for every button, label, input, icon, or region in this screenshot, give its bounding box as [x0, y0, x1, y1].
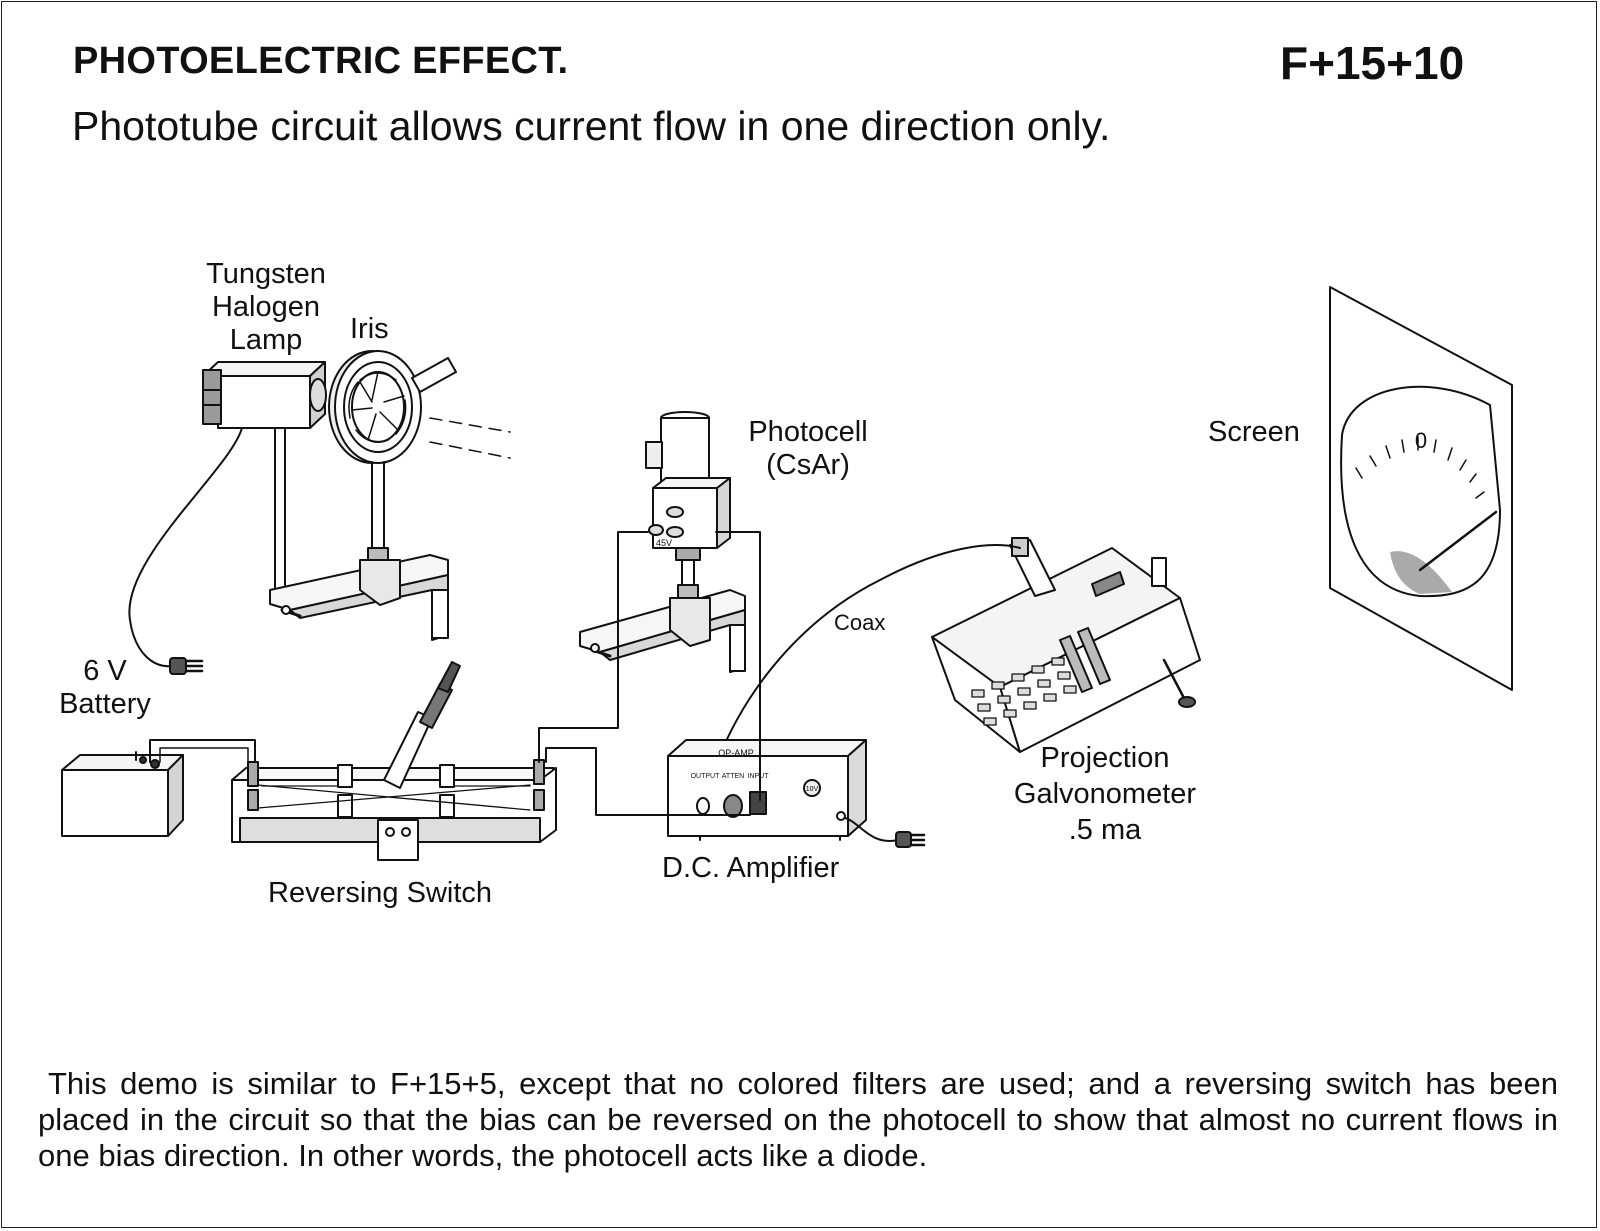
lamp-stand — [269, 427, 449, 641]
amp-panel-title: OP-AMP — [718, 748, 754, 758]
six-volt-battery — [61, 751, 184, 837]
coax-cable — [702, 544, 1021, 807]
photocell — [645, 411, 731, 600]
wire-switch-to-photocell — [538, 531, 649, 763]
battery-label: 6 V Battery — [50, 655, 160, 721]
battery-label-text: 6 V Battery — [59, 655, 151, 720]
photocell-label-text: Photocell (CsAr) — [748, 416, 868, 481]
photocell-voltage-label: 45V — [656, 538, 672, 548]
battery-wire-2 — [159, 747, 249, 769]
tungsten-halogen-lamp — [202, 361, 327, 429]
dc-amplifier — [667, 739, 867, 841]
screen-zero-mark: 0 — [1415, 428, 1427, 453]
reversing-switch-label: Reversing Switch — [268, 877, 493, 909]
lamp-label-text: Tungsten Halogen Lamp — [206, 258, 326, 356]
demo-code: F+15+10 — [1280, 37, 1465, 89]
description-text: This demo is similar to F+15+5, except t… — [38, 1066, 1558, 1173]
description: This demo is similar to F+15+5, except t… — [38, 1066, 1558, 1174]
amp-input-label: INPUT — [748, 773, 770, 780]
amp-atten-label: ATTEN — [722, 773, 744, 780]
wire-switch-to-amp — [545, 747, 751, 816]
page-title: PHOTOELECTRIC EFFECT. — [73, 40, 569, 82]
projection-galvanometer — [931, 537, 1201, 753]
screen-label: Screen — [1208, 416, 1300, 448]
iris-diaphragm — [328, 350, 511, 464]
projection-screen — [1329, 286, 1513, 691]
lamp-cord — [128, 427, 243, 668]
battery-wire-1 — [149, 739, 256, 763]
iris-label: Iris — [350, 313, 389, 345]
wire-photocell-to-amp — [715, 531, 761, 801]
galvanometer-label: Projection Galvonometer .5 ma — [1000, 740, 1210, 848]
galvanometer-label-text: Projection Galvonometer .5 ma — [1013, 742, 1197, 846]
photocell-label: Photocell (CsAr) — [738, 416, 878, 482]
amp-power-label: 10V — [806, 786, 819, 793]
page-subtitle: Phototube circuit allows current flow in… — [72, 103, 1111, 149]
photocell-stand — [579, 589, 746, 673]
amp-plug-icon — [895, 831, 926, 848]
coax-label: Coax — [834, 610, 886, 635]
amplifier-label: D.C. Amplifier — [662, 852, 840, 884]
amp-power-cord — [844, 817, 899, 842]
amp-output-label: OUTPUT — [691, 773, 721, 780]
battery-plug-icon — [169, 657, 204, 675]
reversing-switch — [231, 661, 557, 861]
lamp-label: Tungsten Halogen Lamp — [196, 258, 336, 357]
